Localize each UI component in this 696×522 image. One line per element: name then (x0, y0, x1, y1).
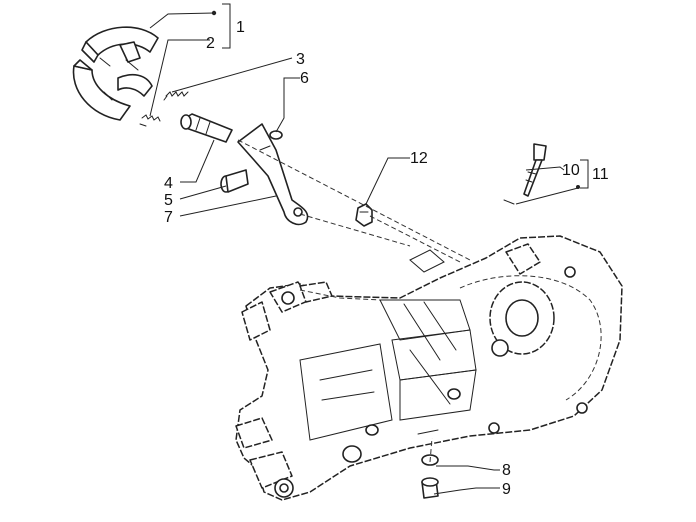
callout-9: 9 (502, 481, 511, 498)
callout-11: 11 (592, 166, 609, 183)
spring-part-3 (163, 91, 189, 101)
engine-crankcase (235, 235, 623, 501)
callout-7: 7 (164, 209, 173, 226)
callout-12: 12 (410, 150, 428, 167)
callout-4: 4 (164, 175, 173, 192)
drain-plug (421, 477, 439, 499)
assembly-guide-lines (237, 139, 471, 463)
callout-1: 1 (236, 19, 245, 36)
bush-part-12 (355, 203, 373, 227)
spring-part-2 (139, 114, 161, 127)
brake-cam-shaft (180, 113, 233, 143)
callout-6: 6 (300, 70, 309, 87)
leader-lines (149, 3, 589, 495)
brake-shoes (72, 10, 217, 121)
callout-5: 5 (164, 192, 173, 209)
callout-labels: 1 2 3 6 4 5 7 12 10 11 8 9 (164, 19, 609, 498)
bolt-part-5 (220, 169, 249, 193)
callout-3: 3 (296, 51, 305, 68)
callout-8: 8 (502, 462, 511, 479)
callout-2: 2 (206, 35, 215, 52)
washer-part-6 (269, 130, 283, 140)
callout-10: 10 (562, 162, 580, 179)
